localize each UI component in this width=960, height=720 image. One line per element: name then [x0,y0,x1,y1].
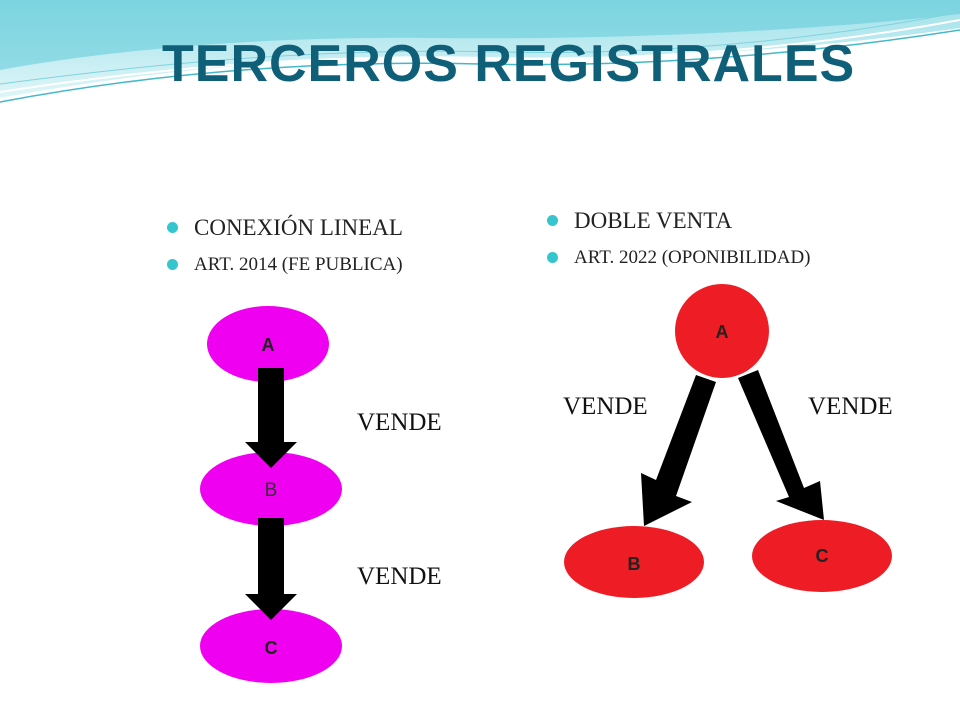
left-bullet-list: CONEXIÓN LINEAL ART. 2014 (FE PUBLICA) [164,212,403,280]
left-node-a [207,306,329,382]
right-node-c-label: C [816,546,829,566]
right-node-a-label: A [716,322,729,342]
right-diagram: A B C VENDE VENDE [563,284,893,598]
right-node-a [675,284,769,378]
left-node-c-label: C [265,638,278,658]
left-arrow-b-to-c [245,518,297,620]
left-node-b [200,452,342,526]
right-node-c [752,520,892,592]
left-edge-label-1: VENDE [357,409,442,436]
right-node-b [564,526,704,598]
left-node-a-label: A [262,335,275,355]
left-diagram: A B C VENDE VENDE [200,306,442,683]
right-node-b-label: B [628,554,641,574]
left-node-b-label: B [265,480,278,501]
left-bullet-conexion-lineal: CONEXIÓN LINEAL [164,212,403,244]
header-wave-decoration [0,0,960,103]
right-edge-label-a-to-c: VENDE [808,393,893,420]
left-bullet-art-2014: ART. 2014 (FE PUBLICA) [164,250,403,280]
page-title: TERCEROS REGISTRALES [162,35,856,93]
right-edge-label-a-to-b: VENDE [563,393,648,420]
right-arrow-a-to-b [641,375,716,526]
left-node-c [200,609,342,683]
right-bullet-art-2022: ART. 2022 (OPONIBILIDAD) [544,243,811,273]
left-arrow-a-to-b [245,368,297,468]
right-bullet-list: DOBLE VENTA ART. 2022 (OPONIBILIDAD) [544,205,811,273]
left-edge-label-2: VENDE [357,563,442,590]
right-bullet-doble-venta: DOBLE VENTA [544,205,811,237]
right-arrow-a-to-c [738,370,824,520]
